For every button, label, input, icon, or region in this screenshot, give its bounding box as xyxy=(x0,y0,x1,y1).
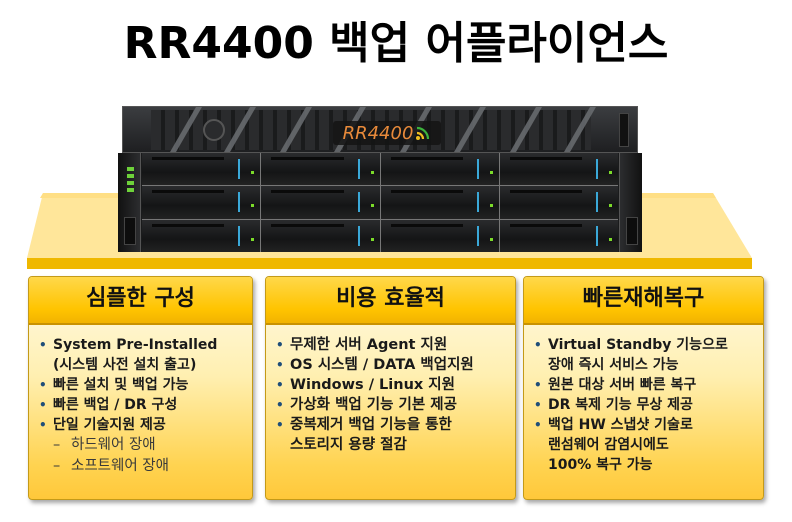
bullet-icon: • xyxy=(276,358,284,372)
rack-handle xyxy=(619,153,642,252)
list-item: • Virtual Standby 기능으로 장애 즉시 서비스 가능 xyxy=(534,337,728,373)
bullet-icon: • xyxy=(276,418,284,432)
feature-panel-cost-efficient: 비용 효율적 • 무제한 서버 Agent 지원 • OS 시스템 / DATA… xyxy=(265,276,516,500)
panel-title: 빠른재해복구 xyxy=(524,277,763,325)
product-logo: RR4400 xyxy=(333,121,441,145)
dash-icon: – xyxy=(53,458,61,474)
page-title: RR4400 백업 어플라이언스 xyxy=(123,18,669,69)
sub-list-item: – 하드웨어 장애 xyxy=(39,435,246,456)
list-item: • 가상화 백업 기능 기본 제공 xyxy=(276,397,457,413)
list-item: • 단일 기술지원 제공 xyxy=(39,417,166,433)
panel-title: 비용 효율적 xyxy=(266,277,515,325)
bullet-icon: • xyxy=(39,398,47,412)
feature-panel-fast-disaster-recovery: 빠른재해복구 • Virtual Standby 기능으로 장애 즉시 서비스 … xyxy=(523,276,764,500)
server-appliance-image: RR4400 xyxy=(118,106,642,252)
bullet-icon: • xyxy=(276,338,284,352)
dash-icon: – xyxy=(53,437,61,453)
bullet-icon: • xyxy=(39,378,47,392)
bullet-icon: • xyxy=(534,418,542,432)
bullet-icon: • xyxy=(534,378,542,392)
list-item: • OS 시스템 / DATA 백업지원 xyxy=(276,357,474,373)
drive-bays xyxy=(118,153,642,252)
list-item: • 빠른 백업 / DR 구성 xyxy=(39,397,178,413)
list-item: • 무제한 서버 Agent 지원 xyxy=(276,337,448,353)
status-led-panel xyxy=(118,153,141,252)
server-bezel: RR4400 xyxy=(122,106,638,153)
sub-list-item: – 소프트웨어 장애 xyxy=(39,456,246,477)
list-item: • 빠른 설치 및 백업 가능 xyxy=(39,377,189,393)
panel-title: 심플한 구성 xyxy=(29,277,252,325)
list-item: • 백업 HW 스냅샷 기술로 랜섬웨어 감염시에도 100% 복구 가능 xyxy=(534,417,693,473)
logo-text: RR4400 xyxy=(342,122,414,144)
bullet-icon: • xyxy=(39,338,47,352)
bullet-icon: • xyxy=(39,418,47,432)
bullet-icon: • xyxy=(276,378,284,392)
list-item: • System Pre-Installed (시스템 사전 설치 출고) xyxy=(39,337,218,373)
list-item: • Windows / Linux 지원 xyxy=(276,377,455,393)
bullet-icon: • xyxy=(534,398,542,412)
bullet-icon: • xyxy=(276,398,284,412)
bullet-icon: • xyxy=(534,338,542,352)
power-button-icon xyxy=(203,119,225,141)
list-item: • 중복제거 백업 기능을 통한 스토리지 용량 절감 xyxy=(276,417,452,453)
list-item: • 원본 대상 서버 빠른 복구 xyxy=(534,377,697,393)
wifi-signal-icon xyxy=(416,126,430,140)
feature-panel-simple-config: 심플한 구성 • System Pre-Installed (시스템 사전 설치… xyxy=(28,276,253,500)
list-item: • DR 복제 기능 무상 제공 xyxy=(534,397,693,413)
